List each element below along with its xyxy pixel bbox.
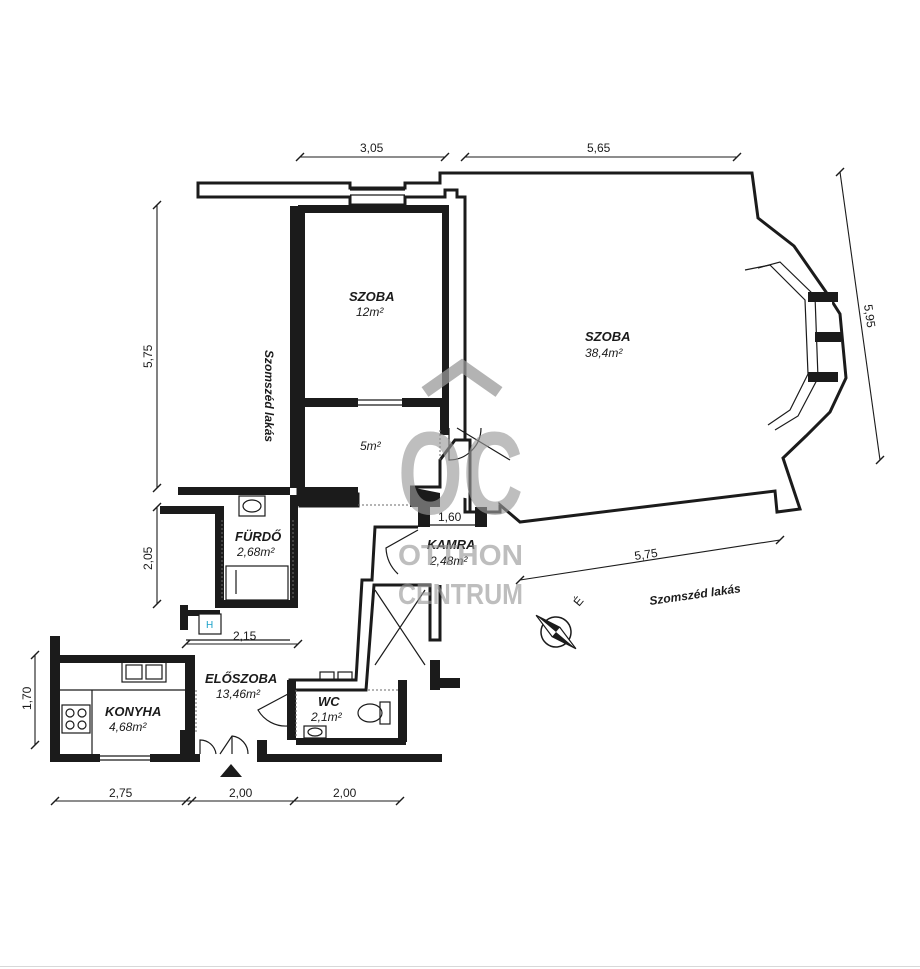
compass-north-label: É: [570, 593, 587, 609]
fixtures: H: [60, 495, 426, 777]
thresholds: [186, 430, 441, 738]
room-area-2: 38,4m²: [585, 346, 623, 360]
room-name-4: FÜRDŐ: [235, 529, 281, 544]
dim-bottom-1: 2,75: [109, 786, 133, 800]
watermark-line2: CENTRUM: [398, 579, 523, 611]
entrance-arrow-icon: [220, 764, 242, 777]
shower-icon: [225, 565, 289, 601]
room-name-7: WC: [318, 694, 340, 709]
neighbour-label-left: Szomszéd lakás: [262, 350, 276, 442]
dim-bottom-2: 2,00: [229, 786, 253, 800]
room-name-5: KAMRA: [427, 537, 475, 552]
walls: [50, 171, 848, 762]
dim-kamra-width: 1,60: [438, 510, 462, 524]
neighbour-label-right: Szomszéd lakás: [648, 581, 741, 608]
room-area-8: 4,68m²: [109, 720, 147, 734]
boiler-badge: H: [206, 620, 213, 631]
room-name-1: SZOBA: [349, 289, 395, 304]
dim-bath-height: 2,05: [141, 546, 155, 570]
boiler-icon: [198, 613, 222, 635]
watermark-monogram: OC: [398, 408, 523, 540]
room-name-6: ELŐSZOBA: [205, 671, 277, 686]
dimension-lines: [30, 152, 885, 806]
toilet-icon: [379, 701, 391, 725]
room-area-4: 2,68m²: [236, 545, 275, 559]
dim-bottom-3: 2,00: [333, 786, 357, 800]
doors: [199, 427, 511, 755]
room-area-1: 12m²: [356, 305, 384, 319]
page-bottom-divider: [0, 966, 920, 967]
stove-icon: [61, 704, 91, 734]
washbasin-icon: [303, 725, 327, 739]
dim-left-height: 5,75: [141, 344, 155, 368]
dim-top-right: 5,65: [587, 141, 611, 155]
watermark-line1: OTTHON: [398, 540, 523, 572]
dim-kitchen-height: 1,70: [20, 686, 34, 710]
dim-top-left: 3,05: [360, 141, 384, 155]
room-area-6: 13,46m²: [216, 687, 261, 701]
room-area-5: 2,48m²: [429, 554, 468, 568]
compass-icon: [535, 614, 577, 650]
dim-lower-diag: 5,75: [633, 546, 658, 563]
dim-hall-width: 2,15: [233, 629, 257, 643]
room-area-7: 2,1m²: [310, 710, 343, 724]
watermark-logo: OC OTTHON CENTRUM: [398, 358, 523, 611]
bay-window: [744, 261, 841, 431]
room-area-3: 5m²: [360, 439, 382, 453]
room-name-8: KONYHA: [105, 704, 161, 719]
sink-icon: [238, 495, 266, 517]
kitchen-sink-icon: [121, 661, 167, 683]
dim-right-diag: 5,95: [861, 303, 878, 328]
room-name-2: SZOBA: [585, 329, 631, 344]
